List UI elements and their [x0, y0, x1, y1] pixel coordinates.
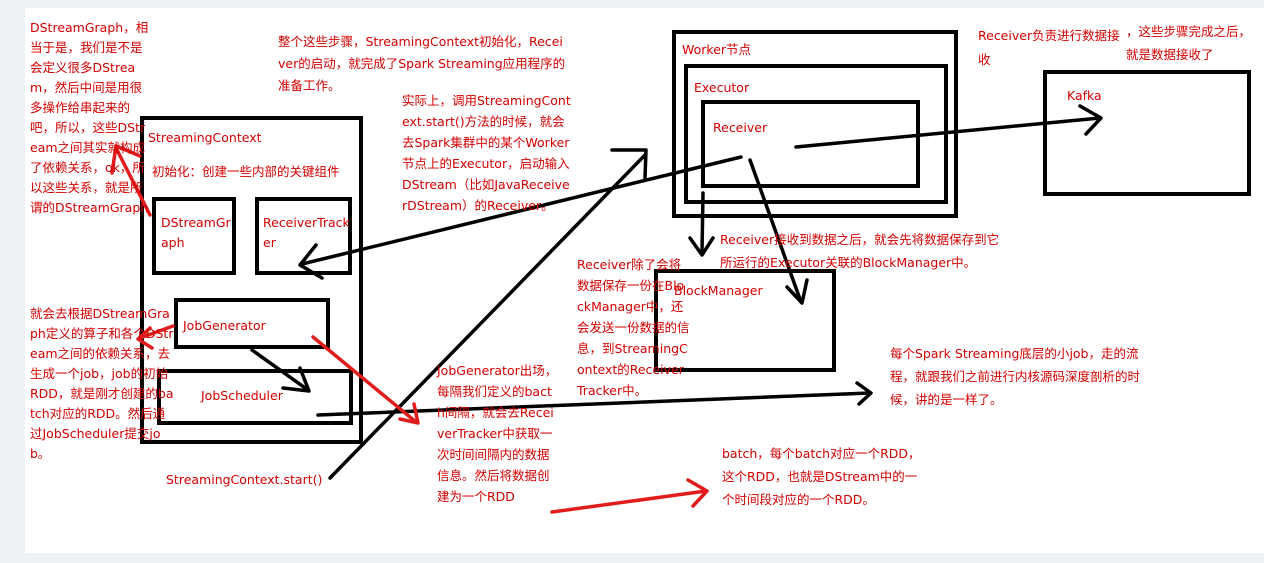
dstream-graph-label: DStreamGraph: [161, 215, 231, 250]
job-generator-label: JobGenerator: [183, 318, 266, 333]
streaming-context-label: StreamingContext: [148, 130, 262, 145]
done-note: ，这些步骤完成之后，就是数据接收了: [1126, 24, 1252, 62]
init-label: 初始化：创建一些内部的关键组件: [152, 164, 340, 179]
dstream-graph-box: DStreamGraph: [152, 197, 236, 275]
small-job-note: 每个Spark Streaming底层的小job，走的流程，就跟我们之前进行内核…: [890, 346, 1141, 407]
job-scheduler-box: JobScheduler: [157, 369, 353, 425]
kafka-box: Kafka: [1043, 70, 1251, 196]
start-call-note: 实际上，调用StreamingContext.start()方法的时候，就会去S…: [402, 93, 571, 213]
block-manager-label: BlockManager: [674, 283, 763, 298]
steps-note: 整个这些步骤，StreamingContext初始化，Receiver的启动，就…: [278, 34, 566, 93]
receiver-recv-note: Receiver负责进行数据接收: [978, 28, 1120, 67]
receiver-tracker-label: ReceiverTracker: [263, 215, 350, 250]
receiver-tracker-box: ReceiverTracker: [255, 197, 352, 275]
worker-label: Worker节点: [682, 42, 752, 57]
job-generator-box: JobGenerator: [174, 298, 330, 349]
jobgenerator-note: 就会去根据DStreamGraph定义的算子和各个DStream之间的依赖关系，…: [30, 306, 174, 461]
batch-note: batch，每个batch对应一个RDD，这个RDD，也就是DStream中的一…: [722, 446, 921, 507]
receiver-label: Receiver: [713, 120, 768, 135]
receiver-send-note: Receiver除了会将数据保存一份在BlockManager中，还会发送一份数…: [577, 257, 690, 398]
receiver-box: Receiver: [701, 100, 920, 188]
receiver-after-note: Receiver接收到数据之后，就会先将数据保存到它所运行的Executor关联…: [720, 232, 1000, 270]
block-manager-box: BlockManager: [654, 269, 836, 372]
start-label: StreamingContext.start(): [166, 472, 323, 487]
job-scheduler-label: JobScheduler: [201, 388, 283, 403]
executor-label: Executor: [694, 80, 750, 95]
jobgen-every-note: JobGenerator出场，每隔我们定义的bacth间隔，就会去Receive…: [437, 363, 558, 504]
kafka-label: Kafka: [1067, 88, 1102, 103]
dstreamgraph-note: DStreamGraph，相当于是，我们是不是会定义很多DStream，然后中间…: [30, 20, 149, 215]
